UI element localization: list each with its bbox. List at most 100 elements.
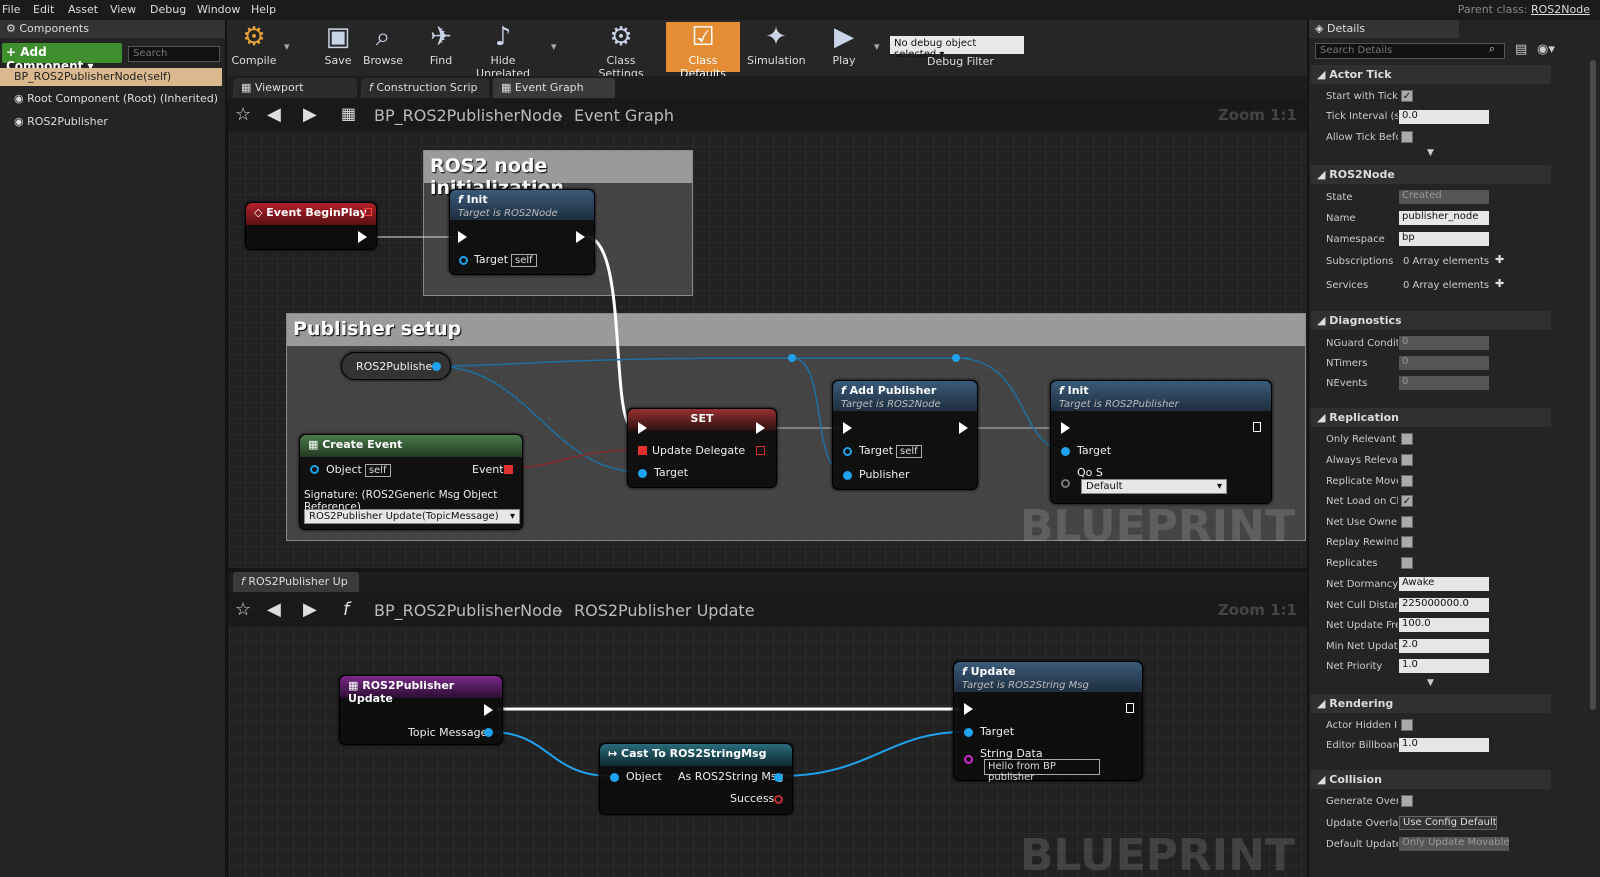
category-diagnostics[interactable]: ◢ Diagnostics [1311, 311, 1551, 330]
favorite-star-icon[interactable]: ☆ [235, 104, 252, 125]
actor-hidden-checkbox[interactable] [1401, 719, 1413, 731]
ros2publisher-variable-node[interactable]: ROS2Publisher [341, 352, 451, 380]
tab-event-graph[interactable]: ▦ Event Graph [493, 78, 615, 98]
signature-select[interactable]: ROS2Publisher Update(TopicMessage)▾ [304, 509, 520, 524]
category-actor-tick[interactable]: ◢ Actor Tick [1311, 65, 1551, 84]
save-button[interactable]: ▣Save [319, 22, 357, 72]
menu-edit[interactable]: Edit [33, 3, 55, 16]
class-settings-button[interactable]: ⚙Class Settings [585, 22, 657, 80]
forward-arrow-icon[interactable]: ▶ [303, 104, 317, 125]
always-relevant-checkbox[interactable] [1401, 454, 1413, 466]
compile-options-chevron-icon[interactable]: ▾ [284, 40, 290, 53]
update-overlaps-select[interactable]: Use Config Default ▾ [1399, 816, 1497, 830]
net-dormancy-select[interactable]: Awake [1399, 577, 1489, 591]
hide-unrelated-chevron-icon[interactable]: ▾ [551, 40, 557, 53]
exec-in-pin[interactable] [964, 703, 973, 715]
allow-tick-checkbox[interactable] [1401, 131, 1413, 143]
event-graph-canvas[interactable]: ☆ ◀ ▶ ▦ BP_ROS2PublisherNode › Event Gra… [229, 98, 1307, 568]
cast-to-ros2stringmsg-node[interactable]: ↦ Cast To ROS2StringMsg Object As ROS2St… [599, 743, 793, 815]
ros2publisher-update-event-node[interactable]: ▦ ROS2Publisher Update Topic Message [339, 675, 503, 745]
generate-overlap-checkbox[interactable] [1401, 795, 1413, 807]
components-tab[interactable]: ⚙ Components [0, 20, 225, 38]
replay-rewindable-checkbox[interactable] [1401, 536, 1413, 548]
set-node[interactable]: SET Update Delegate Target [627, 408, 777, 488]
start-with-tick-checkbox[interactable]: ✓ [1401, 90, 1413, 102]
eye-icon[interactable]: ◉▾ [1537, 42, 1555, 57]
details-scrollbar[interactable] [1590, 60, 1596, 710]
event-pin[interactable] [504, 465, 513, 474]
category-collision[interactable]: ◢ Collision [1311, 770, 1551, 789]
menu-window[interactable]: Window [197, 3, 241, 16]
net-priority-input[interactable]: 1.0 [1399, 659, 1489, 673]
hide-unrelated-button[interactable]: ♪Hide Unrelated [467, 22, 539, 80]
name-input[interactable]: publisher_node [1399, 211, 1489, 225]
favorite-star-icon[interactable]: ☆ [235, 599, 252, 620]
qos-select[interactable]: Default▾ [1081, 479, 1227, 494]
as-string-msg-pin[interactable] [774, 773, 783, 782]
category-replication[interactable]: ◢ Replication [1311, 408, 1551, 427]
expand-advanced-icon[interactable]: ▼ [1427, 148, 1434, 158]
namespace-input[interactable]: bp [1399, 232, 1489, 246]
menu-file[interactable]: File [2, 3, 21, 16]
components-search-input[interactable]: Search [128, 46, 220, 62]
exec-in-pin[interactable] [843, 422, 852, 434]
exec-in-pin[interactable] [1061, 422, 1070, 434]
function-graph-canvas[interactable]: ☆ ◀ ▶ f BP_ROS2PublisherNode › ROS2Publi… [229, 593, 1307, 877]
play-button[interactable]: ▶Play [825, 22, 863, 72]
exec-in-pin[interactable] [458, 231, 467, 243]
compile-button[interactable]: ⚙Compile [231, 22, 277, 72]
target-pin[interactable] [964, 728, 973, 737]
add-element-icon[interactable]: ✚ [1495, 277, 1505, 290]
delegate-pin[interactable] [364, 208, 372, 216]
view-options-icon[interactable]: ▤ [1515, 42, 1528, 57]
find-button[interactable]: ✈Find [423, 22, 459, 72]
play-options-chevron-icon[interactable]: ▾ [874, 40, 880, 53]
tree-item-root[interactable]: ◉ Root Component (Root) (Inherited) [14, 92, 218, 105]
target-pin[interactable] [638, 469, 647, 478]
tree-item-self[interactable]: BP_ROS2PublisherNode(self) [0, 68, 222, 86]
object-pin[interactable] [310, 465, 319, 474]
menu-help[interactable]: Help [251, 3, 277, 16]
net-update-frequency-input[interactable]: 100.0 [1399, 618, 1489, 632]
menu-asset[interactable]: Asset [68, 3, 99, 16]
back-arrow-icon[interactable]: ◀ [267, 599, 281, 620]
category-ros2node[interactable]: ◢ ROS2Node [1311, 165, 1551, 184]
exec-out-pin[interactable] [358, 231, 367, 243]
exec-out-pin[interactable] [756, 422, 765, 434]
qos-pin[interactable] [1061, 479, 1070, 488]
net-cull-distance-input[interactable]: 225000000.0 [1399, 598, 1489, 612]
replicates-checkbox[interactable] [1401, 557, 1413, 569]
simulation-button[interactable]: ✦Simulation [747, 22, 806, 72]
only-relevant-checkbox[interactable] [1401, 433, 1413, 445]
class-defaults-button[interactable]: ☑Class Defaults [666, 22, 740, 80]
reroute-node[interactable] [788, 354, 796, 362]
target-pin[interactable] [459, 256, 468, 265]
exec-out-pin[interactable] [1253, 422, 1261, 432]
exec-in-pin[interactable] [638, 422, 647, 434]
net-use-owner-checkbox[interactable] [1401, 516, 1413, 528]
debug-object-select[interactable]: No debug object selected ▾ [890, 36, 1024, 60]
browse-button[interactable]: ⌕Browse [361, 22, 405, 72]
string-data-input[interactable]: Hello from BP publisher [984, 759, 1100, 783]
tree-item-publisher[interactable]: ◉ ROS2Publisher [14, 115, 108, 128]
editor-billboard-input[interactable]: 1.0 [1399, 738, 1489, 752]
breadcrumb-blueprint[interactable]: BP_ROS2PublisherNode [374, 601, 562, 620]
target-pin[interactable] [1061, 447, 1070, 456]
details-tab[interactable]: ◈ Details [1309, 20, 1459, 38]
breadcrumb-blueprint[interactable]: BP_ROS2PublisherNode [374, 106, 562, 125]
tab-viewport[interactable]: ▦ Viewport [233, 78, 357, 98]
string-data-pin[interactable] [964, 755, 973, 764]
back-arrow-icon[interactable]: ◀ [267, 104, 281, 125]
details-search-input[interactable]: Search Details [1315, 43, 1505, 59]
menu-debug[interactable]: Debug [150, 3, 187, 16]
net-load-on-client-checkbox[interactable]: ✓ [1401, 495, 1413, 507]
topic-message-pin[interactable] [484, 728, 493, 737]
parent-class-link[interactable]: ROS2Node [1531, 3, 1590, 16]
exec-out-pin[interactable] [576, 231, 585, 243]
replicate-movement-checkbox[interactable] [1401, 475, 1413, 487]
exec-out-pin[interactable] [1126, 703, 1134, 713]
